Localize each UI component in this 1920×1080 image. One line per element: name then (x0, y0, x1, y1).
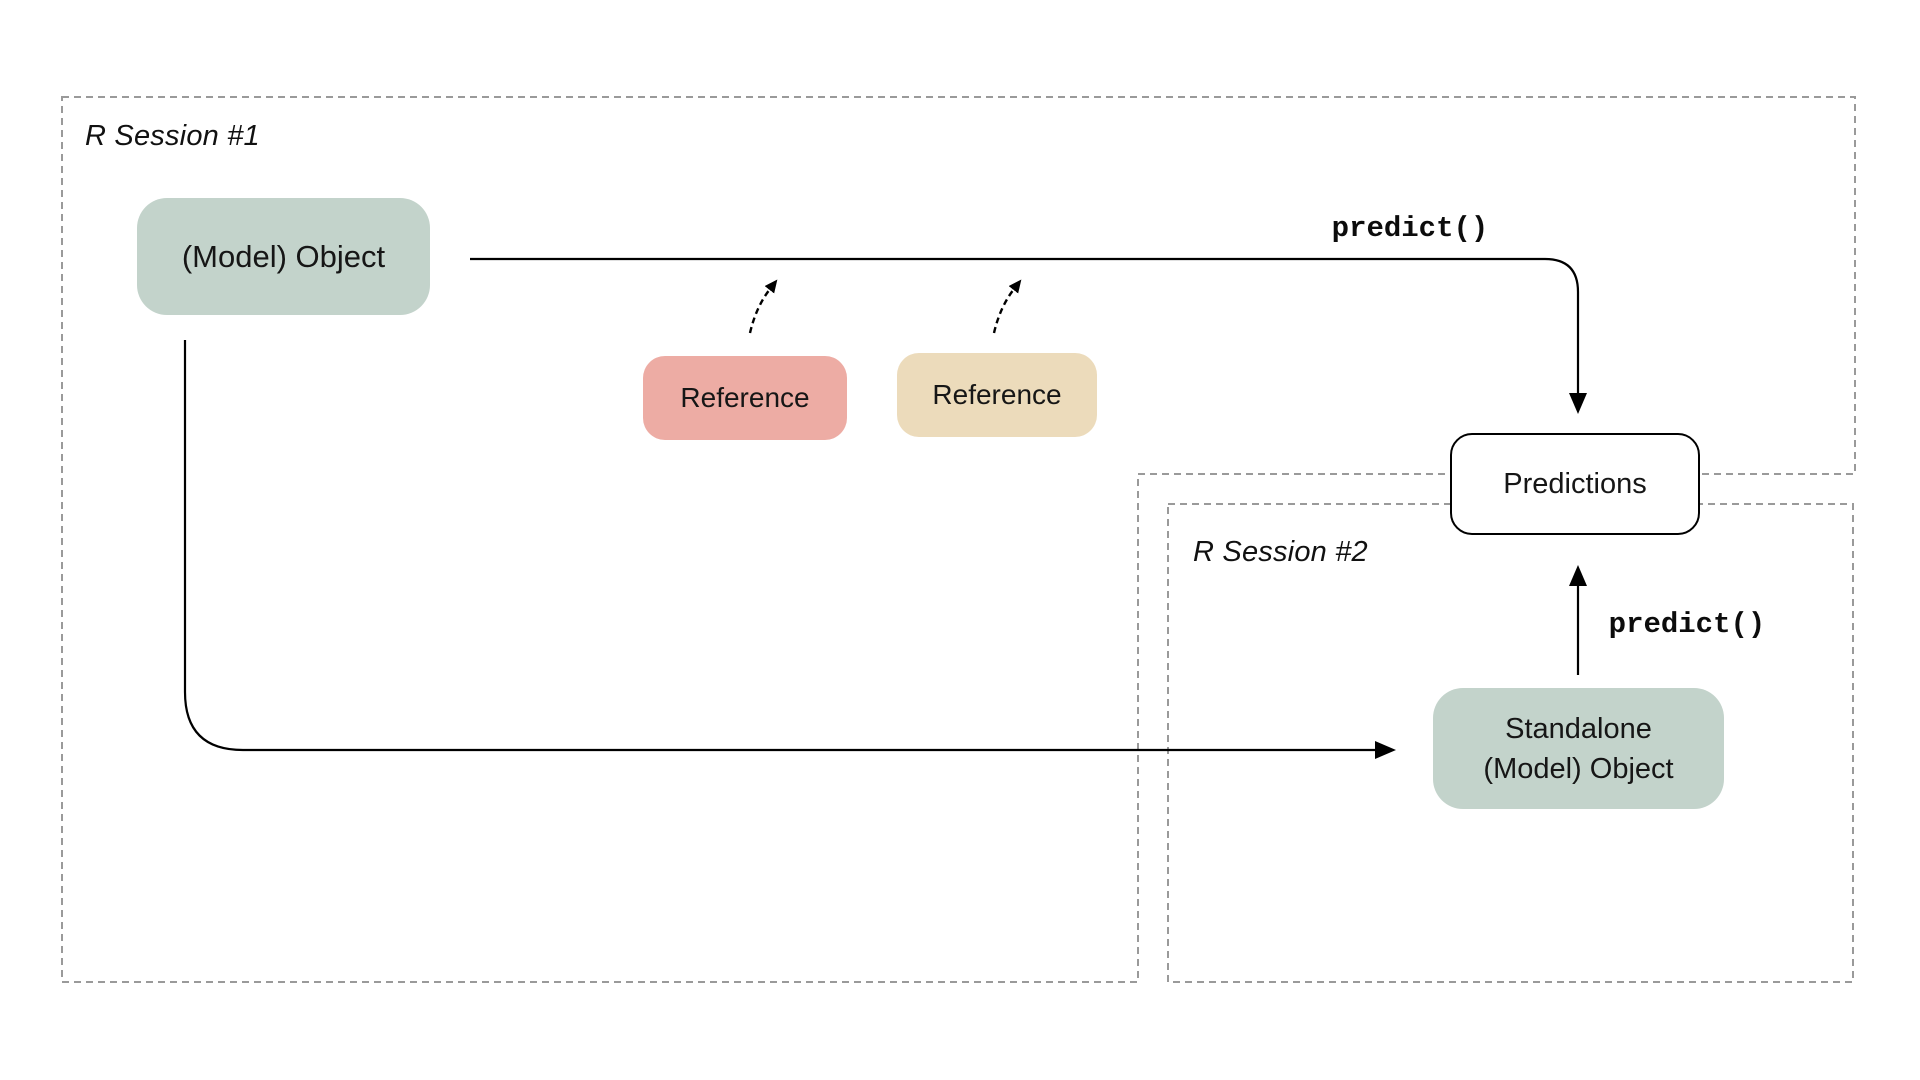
predict-label-session1: predict() (1331, 212, 1489, 245)
predict-label-session2: predict() (1608, 608, 1766, 641)
session1-outline (61, 96, 1856, 983)
standalone-object-node: Standalone (Model) Object (1433, 688, 1724, 809)
predictions-label: Predictions (1503, 467, 1647, 500)
standalone-label-line1: Standalone (1505, 712, 1652, 745)
reference-node-2: Reference (897, 353, 1097, 437)
reference-label-1: Reference (680, 382, 810, 413)
model-object-label: (Model) Object (181, 238, 386, 274)
reference-label-2: Reference (932, 379, 1062, 410)
session2-label: R Session #2 (1193, 536, 1368, 568)
arrow-model-to-standalone (183, 340, 1396, 759)
session1-label: R Session #1 (85, 120, 260, 152)
arrow-model-to-predictions (470, 257, 1587, 414)
standalone-object-label: Standalone (Model) Object (1483, 709, 1673, 789)
reference2-dashed-arrow (992, 279, 1022, 334)
model-object-node: (Model) Object (137, 198, 430, 315)
reference1-dashed-arrow (748, 279, 778, 334)
reference-node-1: Reference (643, 356, 847, 440)
predictions-node: Predictions (1450, 433, 1700, 535)
standalone-label-line2: (Model) Object (1483, 752, 1674, 785)
